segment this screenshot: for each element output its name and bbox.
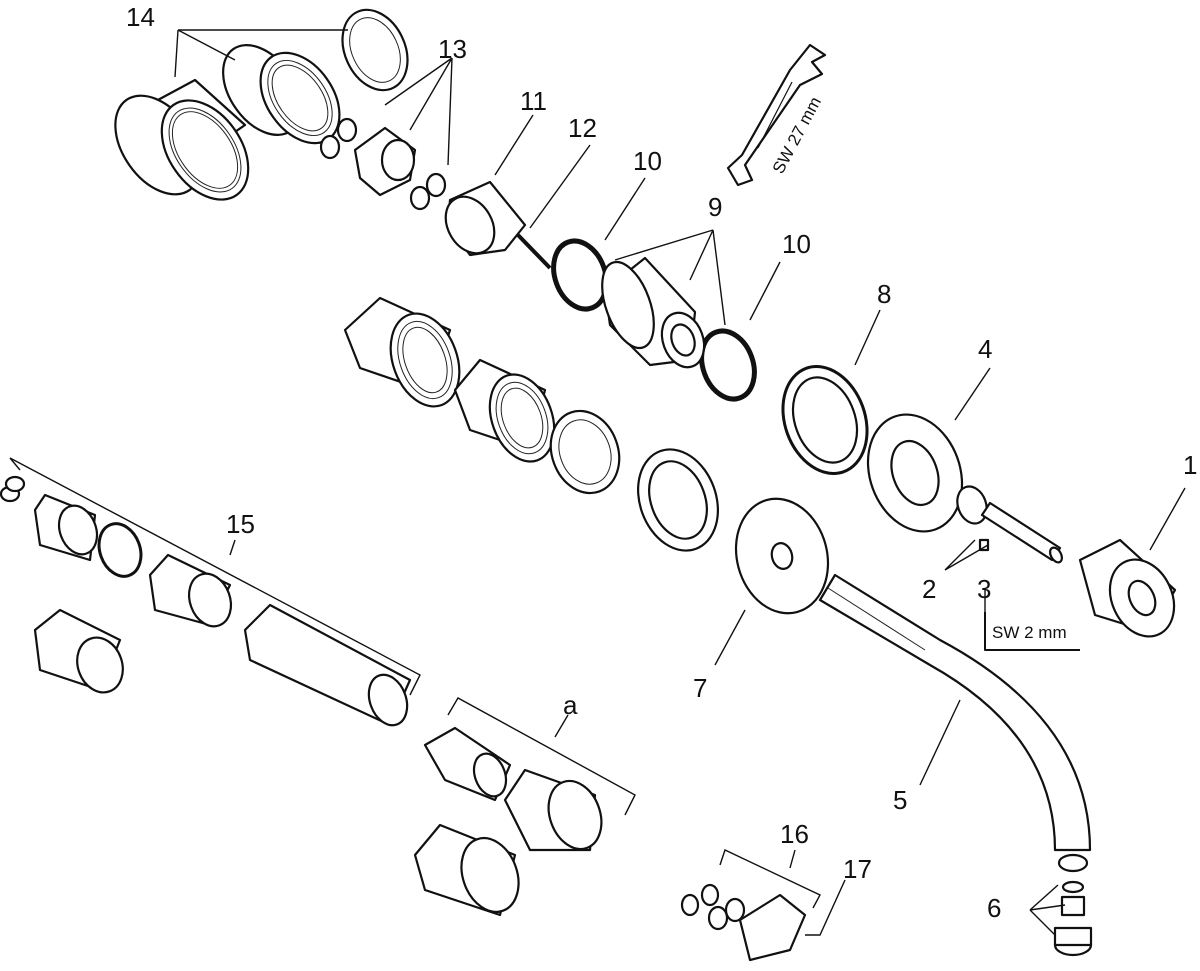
part-7-disc [734,497,830,615]
label-10-upper: 10 [633,146,662,176]
label-16: 16 [780,819,809,849]
part-14-sleeves [114,8,409,201]
part-8-ring [781,365,869,475]
part-5-spout [818,573,1092,852]
part-11-cartridge [444,180,552,270]
hex-key-size-label: SW 2 mm [992,623,1067,642]
label-9: 9 [708,192,722,222]
part-10-oring-upper [551,238,609,312]
part-13-rings-and-head [319,117,447,211]
handle-lever [956,485,1063,564]
part-4-rosette [866,413,964,533]
part-9-body [601,256,706,369]
middle-sleeves [343,296,719,552]
part-1-cap [1078,538,1177,638]
wrench-tool [726,43,827,187]
label-8: 8 [877,279,891,309]
label-2: 2 [922,574,936,604]
part-a-kit [413,726,603,917]
label-a: a [563,690,578,720]
part-15-kit [0,475,412,727]
label-4: 4 [978,334,992,364]
label-12: 12 [568,113,597,143]
leader-lines [9,29,1186,936]
label-1: 1 [1183,450,1197,480]
label-6: 6 [987,893,1001,923]
label-3: 3 [977,574,991,604]
label-7: 7 [693,673,707,703]
part-10-oring-lower [699,328,757,402]
part-16-17-small [680,883,807,962]
label-13: 13 [438,34,467,64]
hex-key-tool [984,612,1080,651]
label-11: 11 [520,86,547,116]
label-5: 5 [893,785,907,815]
label-17: 17 [843,854,872,884]
label-10-lower: 10 [782,229,811,259]
label-15: 15 [226,509,255,539]
label-14: 14 [126,2,155,32]
part-6-aerator [1053,853,1093,957]
